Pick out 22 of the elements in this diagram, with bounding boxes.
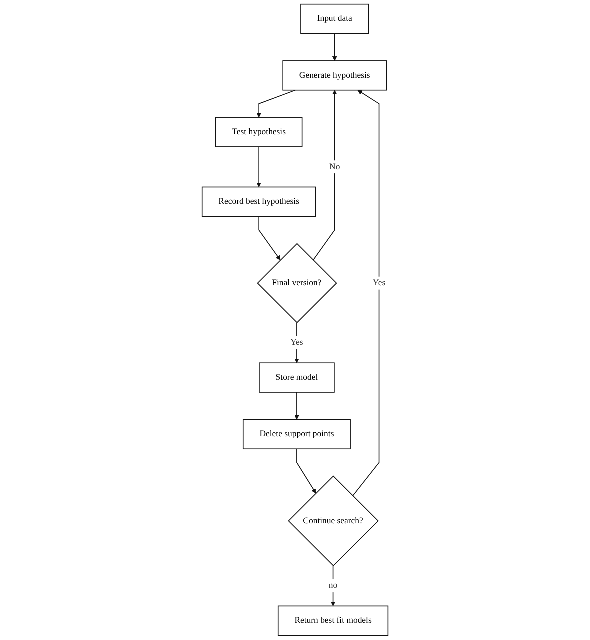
node-box: Generate hypothesis (282, 60, 387, 91)
arrow (330, 566, 336, 606)
arrow (296, 448, 316, 494)
edge-label: Yes (290, 338, 304, 348)
arrow (352, 90, 380, 496)
edge-label: No (329, 162, 340, 172)
node-box: Store model (258, 362, 335, 393)
arrow (256, 146, 262, 188)
arrow (256, 90, 296, 118)
arrow (258, 216, 280, 261)
arrow (294, 392, 300, 420)
arrow (332, 33, 337, 62)
arrow (312, 90, 337, 261)
node-box: Delete support points (242, 419, 351, 450)
node-box: Test hypothesis (215, 117, 302, 148)
edge-label: no (328, 581, 338, 590)
node-diamond: Continue search? (288, 476, 379, 567)
node-diamond: Final version? (256, 243, 338, 324)
node-box: Input data (300, 4, 369, 34)
node-box: Record best hypothesis (202, 186, 316, 218)
edge-label: Yes (372, 278, 386, 288)
node-box: Return best fit models (278, 606, 388, 636)
